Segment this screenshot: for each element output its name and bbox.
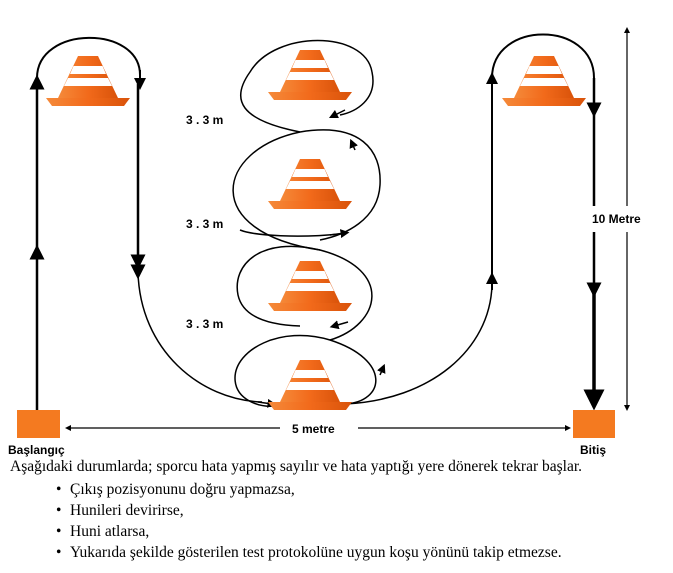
height-dimension <box>589 27 665 411</box>
gap-label-2: 3 . 3 m <box>186 217 223 231</box>
rule-item: Çıkış pozisyonunu doğru yapmazsa, <box>56 480 670 499</box>
rules-intro: Aşağıdaki durumlarda; sporcu hata yapmış… <box>10 458 583 475</box>
gap-label-1: 3 . 3 m <box>186 113 223 127</box>
cone-icon-slalom-3 <box>268 261 352 311</box>
finish-label: Bitiş <box>580 443 606 457</box>
cone-icon-start <box>46 56 130 106</box>
height-label: 10 Metre <box>592 212 641 226</box>
rule-item: Huni atlarsa, <box>56 522 670 541</box>
cone-icon-slalom-2 <box>268 159 352 209</box>
finish-marker <box>573 410 615 438</box>
rule-item: Hunileri devirirse, <box>56 501 670 520</box>
start-marker <box>17 410 60 438</box>
rules-text: Aşağıdaki durumlarda; sporcu hata yapmış… <box>10 457 670 564</box>
left-start-path <box>29 36 277 410</box>
width-dimension <box>65 418 571 438</box>
cone-icon-slalom-4 <box>268 360 352 410</box>
cone-icon-finish <box>502 56 586 106</box>
middle-slalom-path <box>232 39 386 408</box>
rules-list: Çıkış pozisyonunu doğru yapmazsa, Hunile… <box>10 480 670 562</box>
rule-item: Yukarıda şekilde gösterilen test protoko… <box>56 543 670 562</box>
agility-test-diagram: Başlangıç Bitiş 5 metre 10 Metre 3 . 3 m… <box>8 27 665 457</box>
start-label: Başlangıç <box>8 443 65 457</box>
right-finish-path <box>344 33 605 411</box>
cone-icon-slalom-1 <box>268 50 352 100</box>
width-label: 5 metre <box>292 422 335 436</box>
gap-label-3: 3 . 3 m <box>186 317 223 331</box>
